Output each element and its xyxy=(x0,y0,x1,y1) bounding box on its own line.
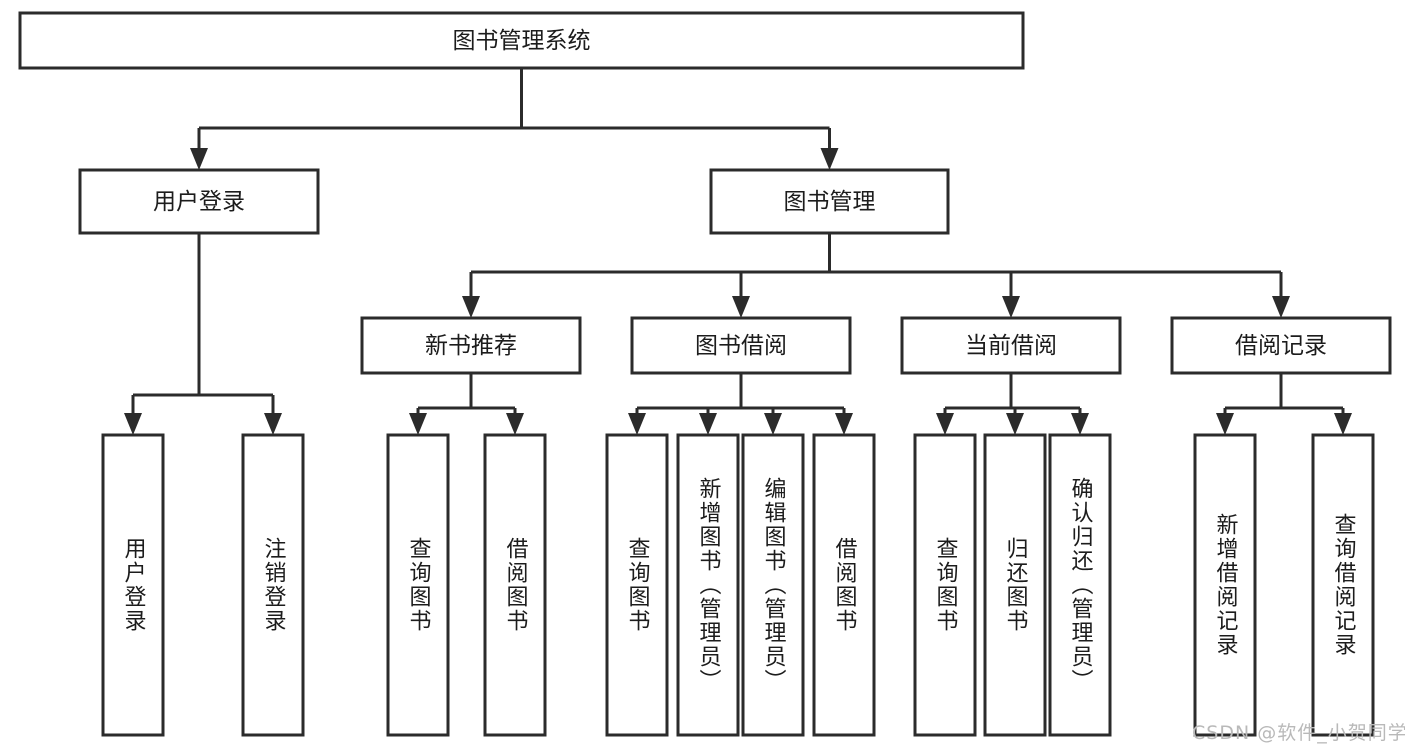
node-label-user-login: 用户登录 xyxy=(153,189,245,215)
arrow-head-root-0 xyxy=(190,148,208,170)
node-label-borrow-record: 借阅记录 xyxy=(1235,333,1327,359)
arrow-head-g1-3 xyxy=(835,413,853,435)
arrow-head-g2-0 xyxy=(936,413,954,435)
arrow-head-user-login-0 xyxy=(124,413,142,435)
arrow-head-book-mgmt-0 xyxy=(462,296,480,318)
arrow-head-g2-2 xyxy=(1071,413,1089,435)
node-box-leaf-borrow-book-2[interactable] xyxy=(812,433,876,737)
node-box-new-book-recommend[interactable] xyxy=(360,316,582,375)
node-box-leaf-confirm-return[interactable] xyxy=(1048,433,1112,737)
arrow-head-g0-0 xyxy=(409,413,427,435)
node-label-root: 图书管理系统 xyxy=(453,28,591,54)
node-label-current-borrow: 当前借阅 xyxy=(965,333,1057,359)
node-box-leaf-add-book[interactable] xyxy=(676,433,740,737)
node-box-leaf-edit-book[interactable] xyxy=(741,433,805,737)
node-label-book-management: 图书管理 xyxy=(784,189,876,215)
node-box-current-borrow[interactable] xyxy=(900,316,1122,375)
arrow-head-g1-1 xyxy=(699,413,717,435)
node-box-leaf-add-record[interactable] xyxy=(1193,433,1257,737)
node-box-user-login[interactable] xyxy=(78,168,320,235)
node-box-leaf-borrow-book-1[interactable] xyxy=(483,433,547,737)
arrow-head-user-login-1 xyxy=(264,413,282,435)
node-box-leaf-query-book-1[interactable] xyxy=(386,433,450,737)
node-box-leaf-user-login[interactable] xyxy=(101,433,165,737)
node-box-leaf-query-book-3[interactable] xyxy=(913,433,977,737)
arrow-head-g1-2 xyxy=(764,413,782,435)
arrow-head-g0-1 xyxy=(506,413,524,435)
node-box-root[interactable] xyxy=(18,11,1025,70)
node-box-book-borrow[interactable] xyxy=(630,316,852,375)
node-box-leaf-query-book-2[interactable] xyxy=(605,433,669,737)
arrow-head-book-mgmt-1 xyxy=(732,296,750,318)
arrow-head-g3-1 xyxy=(1334,413,1352,435)
node-label-book-borrow: 图书借阅 xyxy=(695,333,787,359)
node-box-leaf-user-logout[interactable] xyxy=(241,433,305,737)
arrow-head-g3-0 xyxy=(1216,413,1234,435)
node-box-borrow-record[interactable] xyxy=(1170,316,1392,375)
arrow-head-root-1 xyxy=(820,148,839,170)
node-box-leaf-query-record[interactable] xyxy=(1311,433,1375,737)
arrow-head-book-mgmt-2 xyxy=(1002,296,1020,318)
arrow-head-g2-1 xyxy=(1006,413,1024,435)
node-label-new-book-recommend: 新书推荐 xyxy=(425,333,517,359)
watermark-text: CSDN @软件_小贺同学 xyxy=(1192,722,1405,744)
node-box-leaf-return-book[interactable] xyxy=(983,433,1047,737)
connectors-layer xyxy=(124,68,1352,435)
arrow-head-book-mgmt-3 xyxy=(1272,296,1290,318)
arrow-head-g1-0 xyxy=(628,413,646,435)
node-box-book-management[interactable] xyxy=(709,168,950,235)
